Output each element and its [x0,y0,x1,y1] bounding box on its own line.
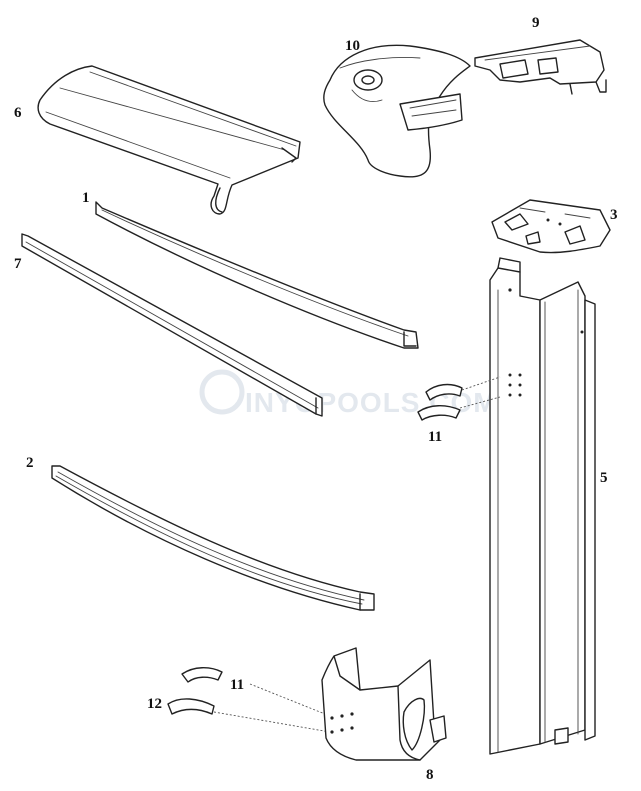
part-6-top-rail [37,65,301,215]
label-part-10: 10 [345,38,360,54]
part-11-clips-upper [417,376,501,421]
label-part-3: 3 [610,207,618,223]
label-part-12: 12 [147,696,162,712]
label-part-6: 6 [14,105,22,121]
part-1-top-rail [95,201,419,349]
part-12-clip [167,698,331,733]
label-part-2: 2 [26,455,34,471]
label-part-8: 8 [426,767,434,783]
part-3-post-plate [491,199,611,254]
part-10-top-cap [323,44,471,178]
label-part-11-upper: 11 [428,429,442,445]
part-9-cap-bracket [474,39,607,95]
label-part-5: 5 [600,470,608,486]
label-part-11-lower: 11 [230,677,244,693]
label-part-1: 1 [82,190,90,206]
label-part-7: 7 [14,256,22,272]
part-7-rail [21,233,323,417]
part-11-clips-lower [181,667,331,717]
part-8-bottom-shoe [321,647,447,761]
part-2-bottom-rail [51,465,375,611]
label-part-9: 9 [532,15,540,31]
part-5-upright-post [489,257,596,755]
